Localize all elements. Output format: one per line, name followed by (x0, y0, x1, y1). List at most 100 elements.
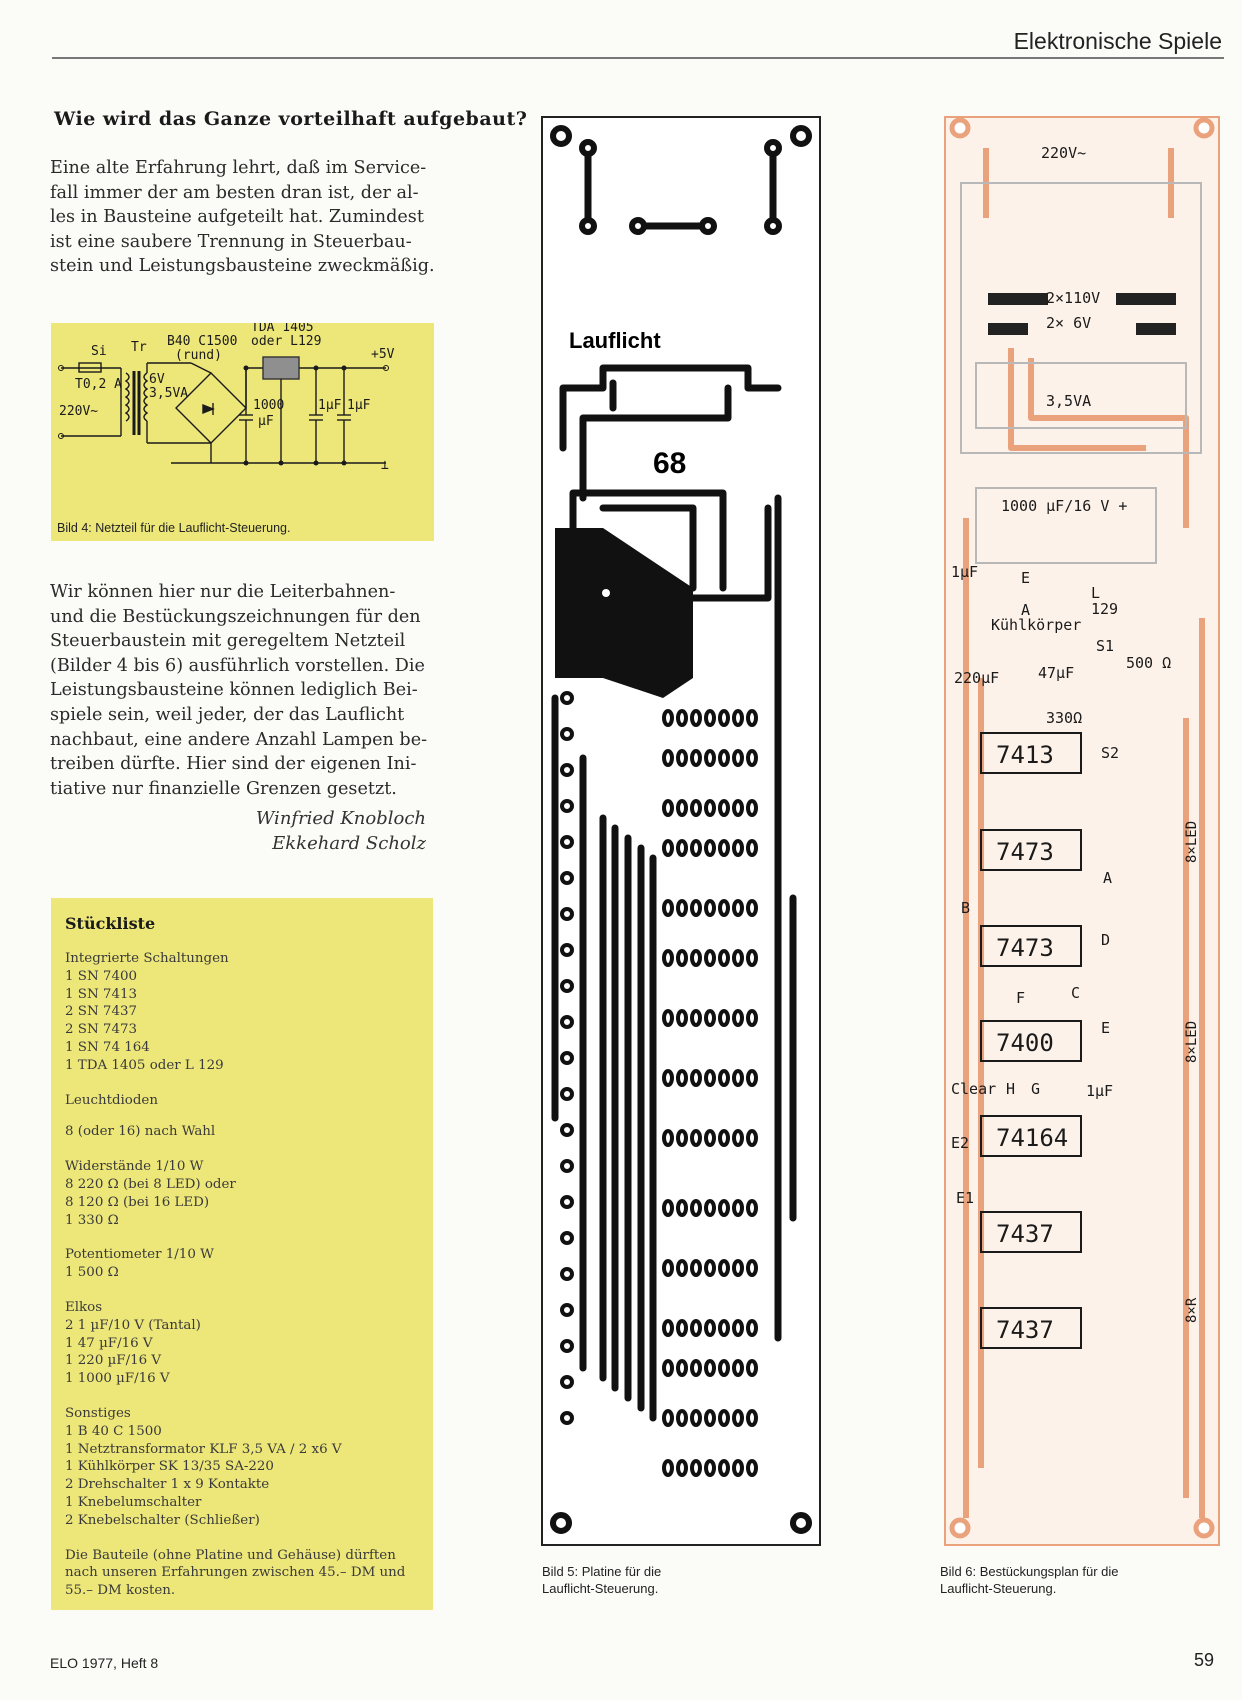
parts-group-title: Integrierte Schaltungen (65, 951, 229, 966)
pcb-pad (704, 1459, 716, 1477)
ic-label: 7473 (996, 934, 1054, 962)
resistor-group-label: 8×R (1184, 1297, 1200, 1323)
ic-outline (980, 925, 1082, 967)
cap-1u-label: 1µF (951, 563, 978, 581)
pin-h-label: H (1006, 1080, 1015, 1098)
ic-outline (980, 1211, 1082, 1253)
pcb-pad (746, 1009, 758, 1027)
pcb-pad (560, 691, 574, 705)
pcb-pad (746, 1319, 758, 1337)
parts-group-title: Potentiometer 1/10 W (65, 1247, 214, 1263)
pin-c-label: C (1071, 984, 1080, 1002)
pcb-pad (746, 1359, 758, 1377)
pcb-pad (662, 1069, 674, 1087)
pcb-pad (732, 799, 744, 817)
parts-item: 1 220 µF/16 V (65, 1353, 162, 1369)
parts-item: 1 B 40 C 1500 (65, 1423, 162, 1439)
pcb-pad (704, 1069, 716, 1087)
pcb-pad (732, 1069, 744, 1087)
pcb-pad (732, 1359, 744, 1377)
pcb-pad (718, 1409, 730, 1427)
pot-label: 500 Ω (1126, 654, 1171, 672)
pcb-pad (746, 1409, 758, 1427)
pcb-pad (732, 709, 744, 727)
pcb-pad (690, 709, 702, 727)
paragraph-2: Wir können hier nur die Leiterbahnen- un… (50, 582, 428, 799)
regulator-type: TDA 1405 (251, 323, 314, 335)
pcb-pad (746, 709, 758, 727)
pcb-pad (718, 1009, 730, 1027)
pcb-pad (676, 1319, 688, 1337)
ic-outline (980, 1115, 1082, 1157)
parts-item: 1 47 µF/16 V (65, 1335, 153, 1351)
parts-item: 1 Netztransformator KLF 3,5 VA / 2 x6 V (65, 1441, 342, 1457)
pcb-pad (676, 709, 688, 727)
pcb-pad (676, 1009, 688, 1027)
pcb-pad (704, 1409, 716, 1427)
pcb-pad (732, 1009, 744, 1027)
pcb-pad (662, 899, 674, 917)
rectifier-type: B40 C1500 (167, 334, 237, 349)
pcb-pad (704, 1129, 716, 1147)
ic-outline (980, 732, 1082, 774)
pcb-pad (704, 1199, 716, 1217)
pcb-pad (732, 1409, 744, 1427)
pcb-pad (704, 749, 716, 767)
parts-item: 2 SN 7437 (65, 1004, 138, 1020)
pcb-pad (662, 1359, 674, 1377)
pcb-pad (704, 899, 716, 917)
pcb-number: 68 (653, 447, 686, 480)
pcb-pad (746, 1459, 758, 1477)
switch-s2-label: S2 (1101, 744, 1119, 762)
pcb-pad (690, 949, 702, 967)
header-rule (52, 57, 1224, 59)
pcb-pad (560, 1123, 574, 1137)
parts-item: 1 Kühlkörper SK 13/35 SA-220 (65, 1459, 274, 1475)
parts-item: 2 SN 7473 (65, 1022, 138, 1038)
parts-item: 1 500 Ω (65, 1265, 119, 1281)
pcb-pad (732, 1199, 744, 1217)
ic-label: 7400 (996, 1029, 1054, 1057)
regulator-name: L (1091, 584, 1100, 602)
pcb-pad (676, 1129, 688, 1147)
parts-cost-note: Die Bauteile (ohne Platine und Gehäuse) … (65, 1547, 406, 1599)
cap1-value: 1000 (253, 398, 284, 413)
pcb-pad (704, 839, 716, 857)
pcb-pad (662, 749, 674, 767)
pcb-pad (676, 1459, 688, 1477)
parts-item: 1 SN 7400 (65, 968, 138, 984)
cap2-value: 1µF (318, 398, 342, 413)
parts-group: Potentiometer 1/10 W 1 500 Ω (65, 1246, 425, 1282)
parts-group-title: Widerstände 1/10 W (65, 1159, 204, 1175)
parts-item: 2 Drehschalter 1 x 9 Kontakte (65, 1477, 270, 1493)
pcb-pad (732, 1129, 744, 1147)
pcb-pad (718, 1359, 730, 1377)
authors: Winfried Knobloch Ekkehard Scholz (255, 808, 426, 854)
pcb-pad (746, 1069, 758, 1087)
clear-label: Clear (951, 1080, 996, 1098)
pcb-pad (746, 899, 758, 917)
pcb-pad (746, 1129, 758, 1147)
pcb-pad (560, 1267, 574, 1281)
mains-voltage: 220V~ (59, 404, 98, 419)
pcb-pad (662, 799, 674, 817)
pcb-pad (662, 1259, 674, 1277)
pin-f-label: F (1016, 989, 1025, 1007)
pin-d-label: D (1101, 931, 1110, 949)
issue-info: ELO 1977, Heft 8 (50, 1655, 159, 1671)
pcb-pad (704, 709, 716, 727)
pcb-pad (560, 763, 574, 777)
pcb-pad (718, 1069, 730, 1087)
pcb-pad (690, 799, 702, 817)
led-group-1-label: 8×LED (1184, 821, 1200, 863)
pcb-pad (718, 949, 730, 967)
pcb-pad (718, 1259, 730, 1277)
pcb-pad (662, 949, 674, 967)
pcb-pad (560, 835, 574, 849)
page-number: 59 (1194, 1650, 1215, 1670)
fuse-label: Si (91, 344, 107, 359)
parts-group-title: Leuchtdioden (65, 1092, 158, 1108)
